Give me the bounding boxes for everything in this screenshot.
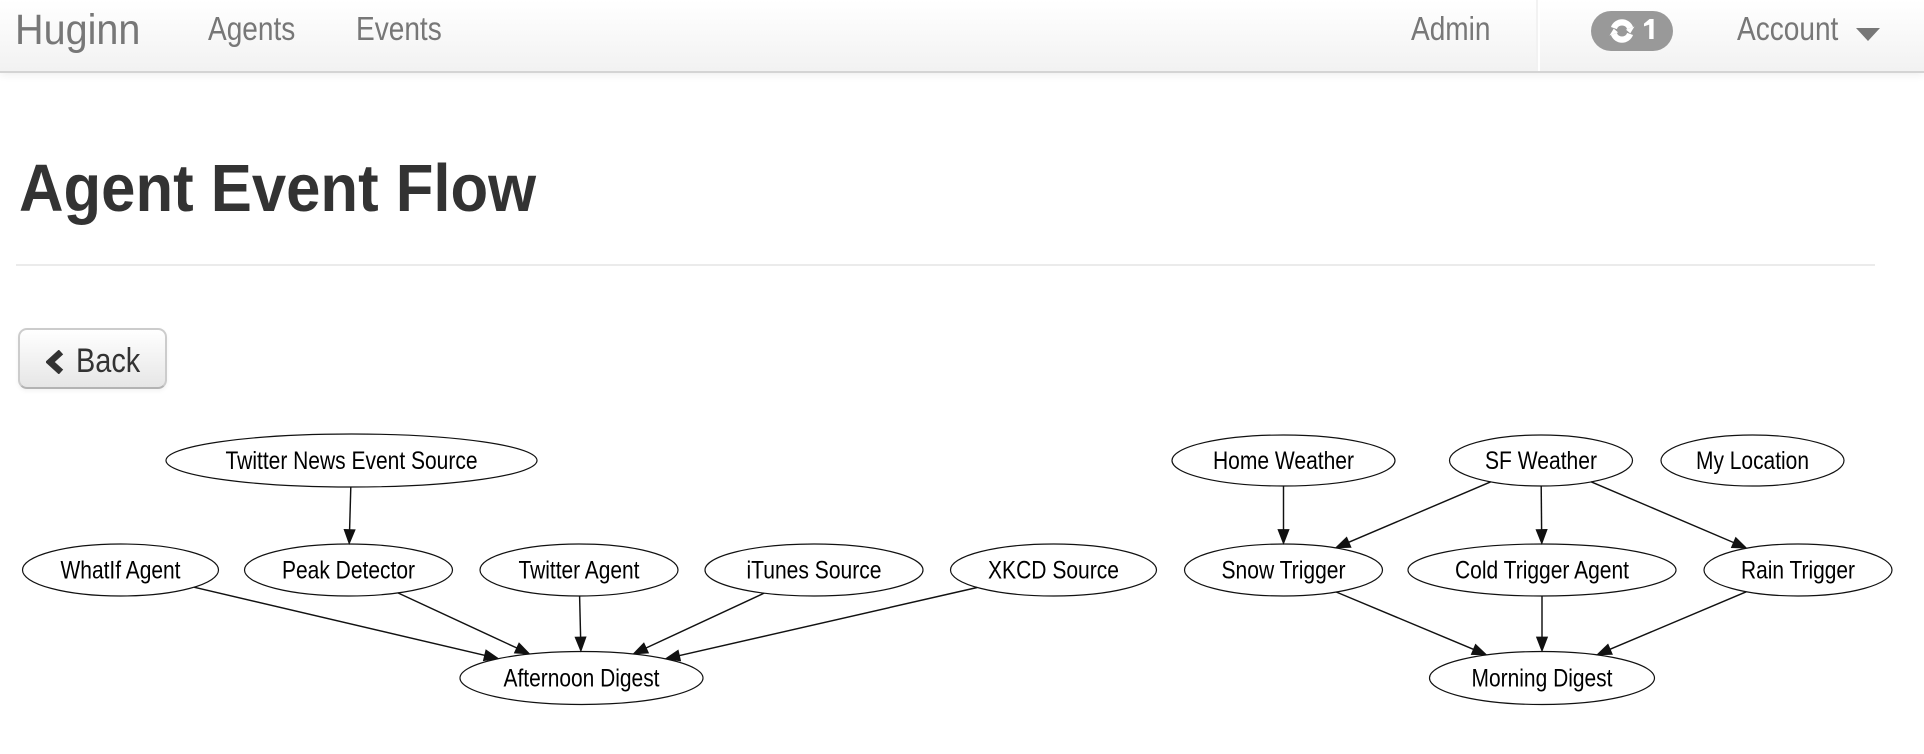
svg-text:iTunes Source: iTunes Source	[747, 557, 882, 585]
svg-text:Afternoon Digest: Afternoon Digest	[504, 665, 660, 693]
svg-text:Twitter News Event Source: Twitter News Event Source	[226, 447, 478, 475]
svg-text:XKCD Source: XKCD Source	[988, 557, 1119, 585]
svg-text:Twitter Agent: Twitter Agent	[519, 557, 640, 585]
svg-text:My Location: My Location	[1696, 447, 1809, 475]
svg-text:Rain Trigger: Rain Trigger	[1741, 557, 1855, 585]
svg-text:Peak Detector: Peak Detector	[282, 557, 415, 585]
svg-text:WhatIf Agent: WhatIf Agent	[61, 557, 181, 585]
svg-text:Snow Trigger: Snow Trigger	[1222, 557, 1346, 585]
svg-text:SF Weather: SF Weather	[1485, 447, 1597, 475]
svg-text:Morning Digest: Morning Digest	[1472, 665, 1613, 693]
svg-text:Cold Trigger Agent: Cold Trigger Agent	[1455, 557, 1629, 585]
svg-text:Home Weather: Home Weather	[1213, 447, 1354, 475]
